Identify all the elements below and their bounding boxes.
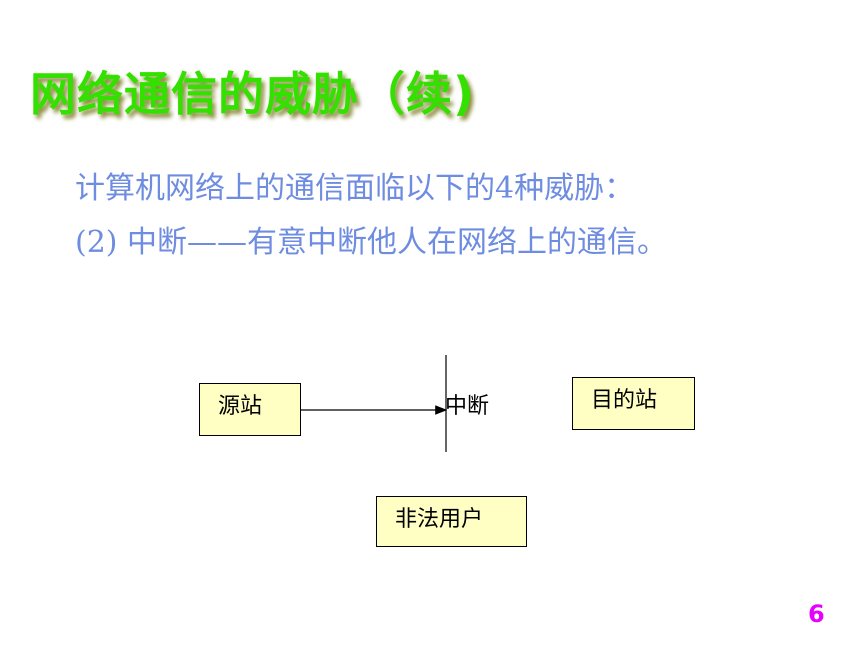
destination-station-box: 目的站 xyxy=(572,377,695,430)
page-number: 6 xyxy=(808,600,825,628)
slide-title: 网络通信的威胁（续) xyxy=(30,67,476,121)
intro-text: 计算机网络上的通信面临以下的4种威胁： xyxy=(75,171,635,206)
illegal-user-box: 非法用户 xyxy=(376,496,527,547)
interruption-definition: (2) 中断——有意中断他人在网络上的通信。 xyxy=(75,225,668,260)
source-station-box: 源站 xyxy=(199,383,301,436)
interrupt-label: 中断 xyxy=(445,394,490,419)
